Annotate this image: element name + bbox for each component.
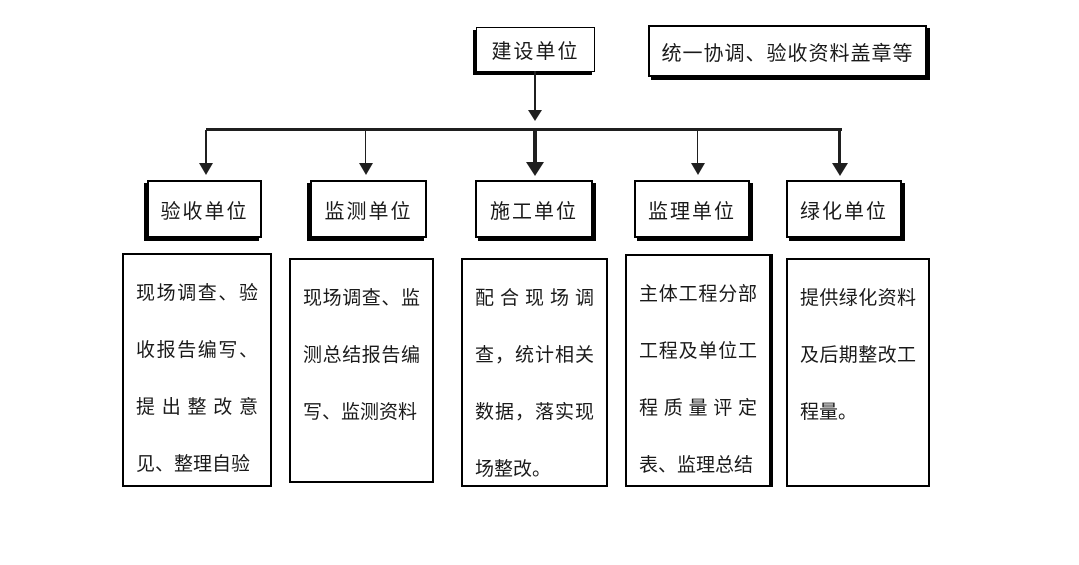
drop-arrow-4-line <box>697 130 698 165</box>
duty-box-monitoring: 现场调查、监测总结报告编写、监测资料 <box>289 258 434 483</box>
drop-arrow-1-head <box>199 163 213 175</box>
drop-arrow-3-line <box>533 130 537 163</box>
drop-arrow-2-head <box>359 163 373 175</box>
node-label: 验收单位 <box>160 200 249 223</box>
duty-box-acceptance: 现场调查、验收报告编写、提出整改意见、整理自验 <box>122 253 272 487</box>
drop-arrow-1-line <box>205 130 207 164</box>
duty-box-supervision: 主体工程分部工程及单位工程质量评定表、监理总结 <box>625 254 771 487</box>
connector-trunk-arrowhead <box>528 110 542 121</box>
node-construction-owner: 建设单位 <box>476 27 595 72</box>
node-greening-unit: 绿化单位 <box>786 180 902 238</box>
annotation-label: 统一协调、验收资料盖章等 <box>661 42 914 65</box>
node-label: 建设单位 <box>491 41 580 63</box>
node-acceptance-unit: 验收单位 <box>147 180 262 238</box>
duty-box-contractor: 配合现场调查，统计相关数据，落实现场整改。 <box>461 258 608 487</box>
connector-trunk-line <box>534 71 536 111</box>
drop-arrow-5-line <box>838 130 841 164</box>
drop-arrow-3-head <box>526 162 544 176</box>
node-label: 监理单位 <box>648 200 736 223</box>
node-label: 施工单位 <box>490 200 578 223</box>
node-label: 监测单位 <box>324 200 413 223</box>
duty-box-greening: 提供绿化资料及后期整改工程量。 <box>786 258 930 487</box>
drop-arrow-5-head <box>832 163 848 176</box>
connector-bus-line <box>206 128 842 131</box>
annotation-box-coordination: 统一协调、验收资料盖章等 <box>648 25 927 77</box>
drop-arrow-4-head <box>691 163 705 175</box>
node-monitoring-unit: 监测单位 <box>310 180 427 238</box>
drop-arrow-2-line <box>365 130 366 165</box>
node-supervision-unit: 监理单位 <box>634 180 750 238</box>
node-label: 绿化单位 <box>800 200 888 223</box>
node-contractor-unit: 施工单位 <box>475 180 593 238</box>
